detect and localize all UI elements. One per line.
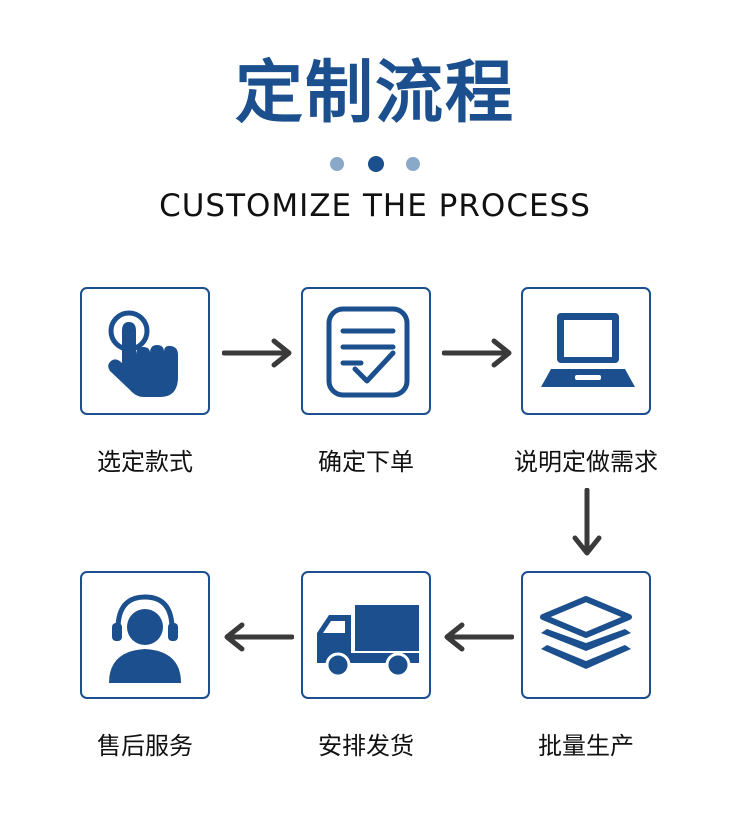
checklist-icon bbox=[326, 306, 410, 398]
arrow-down-icon bbox=[572, 488, 602, 556]
dot-left bbox=[330, 157, 344, 171]
customer-service-icon bbox=[109, 594, 181, 683]
arrow-right-icon bbox=[222, 338, 292, 368]
hand-pointer-icon bbox=[108, 310, 178, 397]
arrow-left-icon bbox=[444, 622, 514, 652]
step-box-after-sales bbox=[80, 571, 210, 699]
step-box-explain-requirements bbox=[521, 287, 651, 415]
step-label-explain-requirements: 说明定做需求 bbox=[514, 448, 658, 476]
step-label-mass-production: 批量生产 bbox=[538, 732, 634, 760]
step-box-select-style bbox=[80, 287, 210, 415]
arrow-left-icon bbox=[224, 622, 294, 652]
dot-right bbox=[406, 157, 420, 171]
arrow-right-icon bbox=[442, 338, 512, 368]
page-title: 定制流程 bbox=[234, 54, 515, 133]
decorative-dots bbox=[0, 156, 750, 173]
step-box-arrange-shipping bbox=[301, 571, 431, 699]
step-label-arrange-shipping: 安排发货 bbox=[318, 732, 414, 760]
truck-icon bbox=[317, 605, 419, 678]
step-box-mass-production bbox=[521, 571, 651, 699]
step-label-after-sales: 售后服务 bbox=[97, 732, 193, 760]
step-box-confirm-order bbox=[301, 287, 431, 415]
laptop-icon bbox=[541, 313, 635, 387]
step-label-confirm-order: 确定下单 bbox=[318, 448, 414, 476]
dot-center bbox=[368, 156, 384, 172]
page-subtitle: CUSTOMIZE THE PROCESS bbox=[159, 188, 591, 224]
step-label-select-style: 选定款式 bbox=[97, 448, 193, 476]
layers-icon bbox=[540, 596, 632, 669]
